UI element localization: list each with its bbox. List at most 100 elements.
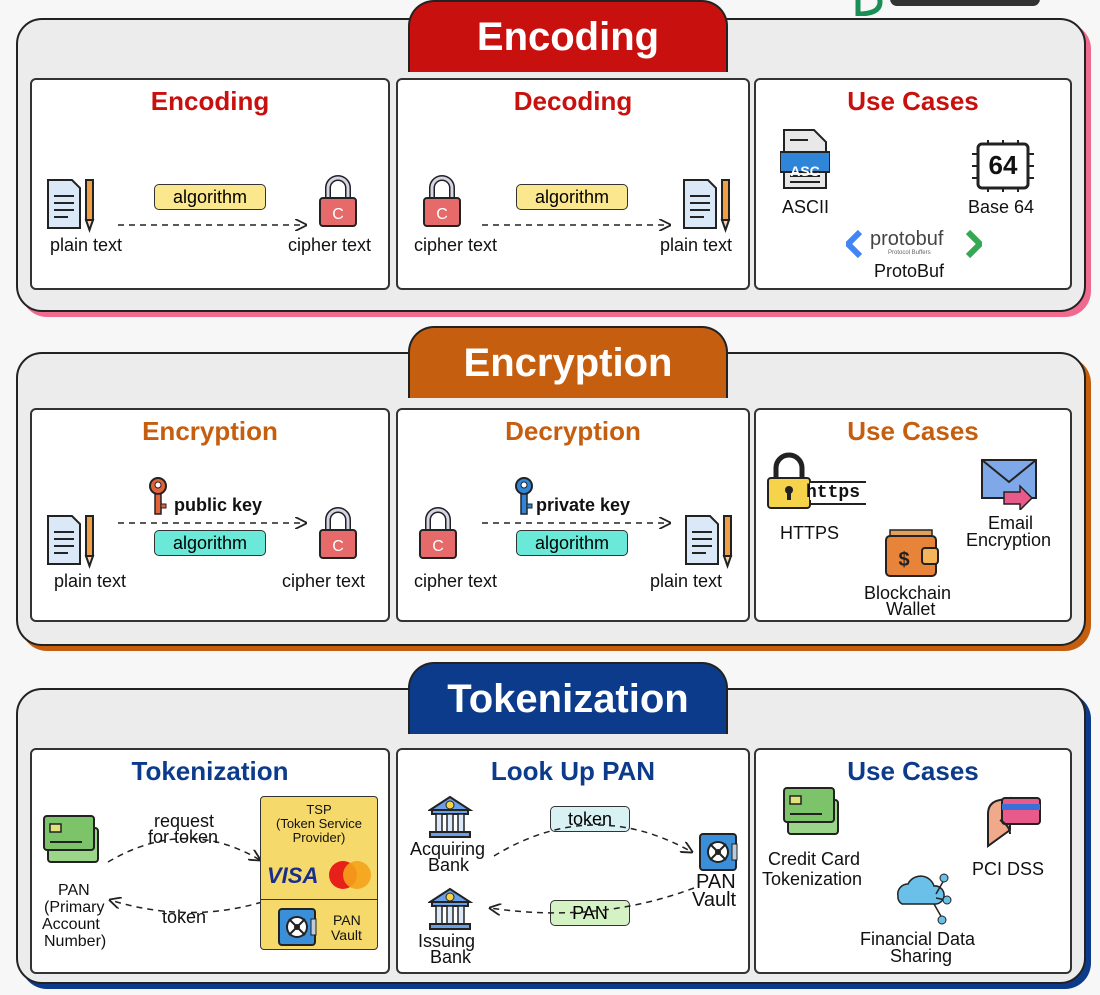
- pan-label-1: PAN: [58, 882, 90, 899]
- chip-icon: [972, 140, 1034, 192]
- pan-flow-arrow: [488, 887, 695, 924]
- protobuf-logo-subtitle: Protocol Buffers: [888, 250, 931, 256]
- vault-label-2: Vault: [692, 889, 737, 911]
- card-label-1: Credit Card: [768, 849, 861, 869]
- card-label-2: Tokenization: [762, 869, 863, 889]
- acquiring-bank-icon: [429, 796, 471, 838]
- encoding-use-cases-panel: Use Cases ASC ASCII 64 Base 64 protobuf …: [754, 78, 1072, 290]
- plain-text-label: plain text: [650, 571, 723, 591]
- tsp-divider: [261, 899, 377, 900]
- encryption-panel: Encryption public key algorithm plain te…: [30, 408, 390, 622]
- visa-logo: VISA: [267, 863, 319, 888]
- base64-badge: 64: [988, 150, 1018, 180]
- lock-icon: [422, 174, 462, 228]
- cipher-text-label: cipher text: [288, 235, 372, 255]
- wallet-label-2: Wallet: [886, 599, 936, 619]
- https-label: HTTPS: [780, 523, 840, 543]
- brand-logo: [850, 0, 1060, 23]
- use-cases-title: Use Cases: [847, 756, 979, 786]
- plain-text-doc-icon: [683, 179, 730, 231]
- encoding-title: Encoding: [150, 86, 270, 116]
- wallet-label-1: Blockchain: [864, 583, 952, 603]
- protobuf-logo-icon: [846, 229, 982, 259]
- tokenization-title: Tokenization: [131, 756, 289, 786]
- algorithm-pill: algorithm: [154, 184, 266, 210]
- issuing-label-1: Issuing: [418, 931, 476, 951]
- acquiring-label-1: Acquiring: [410, 839, 486, 859]
- request-arrow: [107, 837, 266, 863]
- lock-icon: [318, 174, 358, 228]
- ascii-file-icon: [780, 129, 830, 189]
- cipher-text-label: cipher text: [414, 571, 498, 591]
- tsp-label-2: (Token Service: [276, 816, 362, 831]
- vault-label-1: PAN: [696, 871, 736, 893]
- flow-arrow: [118, 218, 312, 232]
- public-key-icon: [149, 477, 167, 515]
- payment-card-hand-icon: [987, 796, 1041, 848]
- request-label-1: request: [154, 811, 215, 831]
- algorithm-pill: algorithm: [516, 184, 628, 210]
- private-key-label: private key: [536, 495, 631, 515]
- tokenization-use-cases-panel: Use Cases Credit Card Tokenization PCI D…: [754, 748, 1072, 974]
- decoding-panel: Decoding algorithm cipher text plain tex…: [396, 78, 750, 290]
- decryption-panel: Decryption private key algorithm cipher …: [396, 408, 750, 622]
- protobuf-logo-text: protobuf: [870, 228, 944, 250]
- plain-text-label: plain text: [50, 235, 123, 255]
- encoding-panel: Encoding algorithm plain text cipher tex…: [30, 78, 390, 290]
- acquiring-label-2: Bank: [428, 855, 470, 875]
- issuing-bank-icon: [429, 888, 471, 930]
- ascii-label: ASCII: [782, 197, 830, 217]
- plain-text-doc-icon: [47, 515, 94, 567]
- pan-label-3: Account: [42, 916, 100, 933]
- plain-text-doc-icon: [685, 515, 732, 567]
- plain-text-label: plain text: [660, 235, 733, 255]
- tsp-vault-label-2: Vault: [331, 927, 362, 943]
- use-cases-title: Use Cases: [847, 416, 979, 446]
- pan-vault-icon: [699, 833, 738, 871]
- financial-label-1: Financial Data: [860, 929, 976, 949]
- decryption-title: Decryption: [505, 416, 641, 446]
- credit-card-icon: [43, 815, 99, 863]
- tsp-label-1: TSP: [306, 802, 332, 817]
- pan-label-2: (Primary: [44, 899, 105, 916]
- https-lock-icon: [767, 452, 866, 509]
- algorithm-pill: algorithm: [154, 530, 266, 556]
- tsp-label-3: Provider): [292, 830, 346, 845]
- private-key-icon: [515, 477, 533, 515]
- protobuf-label: ProtoBuf: [874, 261, 945, 281]
- wallet-icon: $: [885, 529, 939, 577]
- tokenization-tab: Tokenization: [408, 662, 728, 734]
- ascii-badge: ASC: [790, 163, 820, 179]
- plain-text-label: plain text: [54, 571, 127, 591]
- email-label-2: Encryption: [966, 530, 1052, 550]
- use-cases-title: Use Cases: [847, 86, 979, 116]
- tokenization-panel: Tokenization PAN (Primary Account Number…: [30, 748, 390, 974]
- flow-arrow: [482, 516, 676, 530]
- token-pill: token: [550, 806, 630, 832]
- public-key-label: public key: [174, 495, 263, 515]
- mastercard-icon: [329, 861, 371, 889]
- email-icon: [981, 459, 1037, 510]
- vault-icon: [278, 908, 317, 946]
- lock-icon: [318, 506, 358, 560]
- token-arrow: [108, 894, 263, 914]
- email-label-1: Email: [988, 513, 1034, 533]
- pan-label-4: Number): [44, 933, 107, 950]
- flow-arrow: [118, 516, 312, 530]
- base64-label: Base 64: [968, 197, 1035, 217]
- cipher-text-label: cipher text: [414, 235, 498, 255]
- svg-text:$: $: [898, 549, 909, 571]
- pci-label: PCI DSS: [972, 859, 1045, 879]
- financial-label-2: Sharing: [890, 946, 953, 966]
- decoding-title: Decoding: [513, 86, 633, 116]
- token-label: token: [162, 907, 207, 927]
- cipher-text-label: cipher text: [282, 571, 366, 591]
- request-label-2: for token: [148, 827, 219, 847]
- encryption-tab: Encryption: [408, 326, 728, 398]
- tsp-box: TSP (Token Service Provider) VISA PAN Va…: [260, 796, 378, 950]
- credit-card-icon: [783, 787, 839, 835]
- lookup-pan-panel: Look Up PAN Acquiring Bank Issuing Bank …: [396, 748, 750, 974]
- cloud-network-icon: [897, 873, 952, 925]
- flow-arrow: [482, 218, 676, 232]
- lookup-pan-title: Look Up PAN: [490, 756, 656, 786]
